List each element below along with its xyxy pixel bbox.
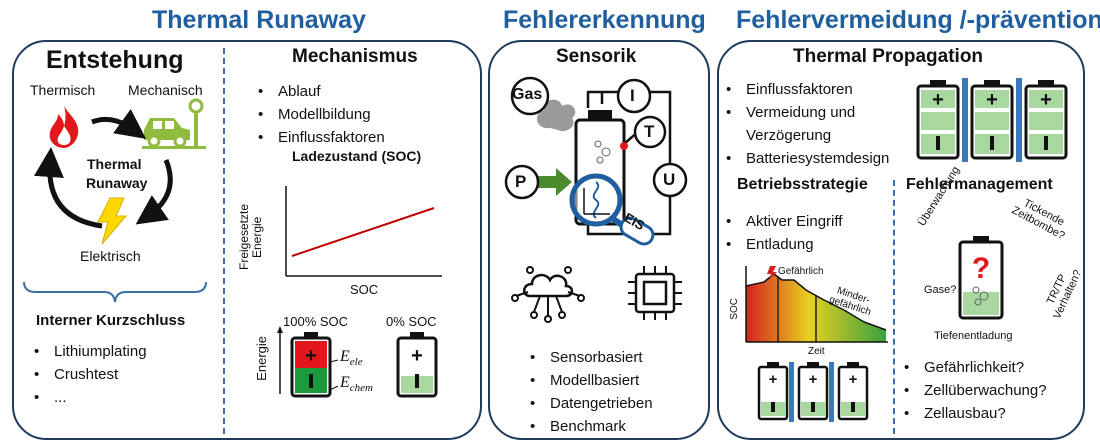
center-runaway: Runaway	[86, 175, 148, 191]
energy-line	[291, 207, 435, 257]
divider	[223, 48, 225, 434]
chart-gefaehrlich: Gefährlich	[778, 266, 824, 277]
mechanismus-sub: Ladezustand (SOC)	[292, 148, 422, 164]
betrieb-title: Betriebsstrategie	[737, 176, 868, 193]
battery-module-icon: + + +	[916, 78, 1068, 162]
mechanismus-list: Ablauf Modellbildung Einflussfaktoren	[254, 80, 385, 149]
fm-gase: Gase?	[924, 284, 957, 296]
label-mechanisch: Mechanisch	[128, 82, 203, 98]
energie-arrow	[277, 326, 283, 394]
label-energie: Energie	[254, 336, 269, 381]
header-thermal-runaway: Thermal Runaway	[152, 6, 366, 34]
propagation-list: Einflussfaktoren Vermeidung und Verzöger…	[722, 78, 889, 170]
svg-text:?: ?	[972, 252, 990, 285]
car-crash-icon	[142, 98, 206, 149]
sensorik-list: Sensorbasiert Modellbasiert Datengetrieb…	[526, 346, 653, 438]
sensor-p: P	[515, 172, 527, 191]
sensor-t: T	[644, 122, 655, 141]
label-e-ele: Eele	[340, 348, 363, 369]
battery-empty-icon: +	[396, 332, 438, 398]
fm-tiefenentladung: Tiefenentladung	[934, 330, 1013, 342]
cloud-network-icon	[511, 266, 585, 323]
energy-pointers	[329, 359, 339, 391]
list-item: Crushtest	[30, 363, 147, 386]
chip-icon	[628, 266, 682, 320]
label-e-chem: Echem	[340, 374, 373, 395]
entstehung-title: Entstehung	[46, 46, 184, 74]
list-item: Einflussfaktoren	[254, 126, 385, 149]
list-item: Datengetrieben	[526, 392, 653, 415]
sensor-u: U	[663, 170, 676, 189]
kurzschluss-list: Lithiumplating Crushtest ...	[30, 340, 147, 409]
chart-zeit-label: Zeit	[808, 346, 825, 357]
svg-text:+: +	[1040, 89, 1052, 111]
list-item: Gefährlichkeit?	[900, 356, 1047, 379]
label-soc-100: 100% SOC	[283, 314, 349, 329]
svg-text:+: +	[411, 345, 423, 367]
list-item: Einflussfaktoren	[722, 78, 889, 101]
chart-xlabel: SOC	[350, 282, 379, 297]
header-fehlervermeidung: Fehlervermeidung /-prävention	[736, 6, 1100, 34]
list-item: Lithiumplating	[30, 340, 147, 363]
sensor-i: I	[630, 86, 635, 105]
list-item: Sensorbasiert	[526, 346, 653, 369]
list-item: Modellbasiert	[526, 369, 653, 392]
sensor-gas: Gas	[512, 86, 543, 103]
fehler-list: Gefährlichkeit? Zellüberwachung? Zellaus…	[900, 356, 1047, 425]
label-soc-0: 0% SOC	[386, 314, 437, 329]
center-thermal: Thermal	[87, 156, 142, 172]
label-thermisch: Thermisch	[30, 82, 96, 98]
list-item: Vermeidung und	[722, 101, 889, 124]
cycle-arrows	[33, 109, 173, 229]
fehler-title: Fehlermanagement	[906, 176, 1053, 193]
list-item: Zellüberwachung?	[900, 379, 1047, 402]
list-item: ...	[30, 386, 147, 409]
list-item: Benchmark	[526, 415, 653, 438]
mechanismus-title: Mechanismus	[292, 46, 418, 67]
list-item: Zellausbau?	[900, 402, 1047, 425]
svg-text:+: +	[305, 345, 317, 367]
list-item: Aktiver Eingriff	[722, 210, 842, 233]
svg-text:+: +	[849, 371, 858, 388]
flame-icon	[49, 106, 79, 148]
betrieb-list: Aktiver Eingriff Entladung	[722, 210, 842, 256]
sensor-circuit	[504, 76, 688, 246]
brace	[23, 281, 207, 303]
divider	[893, 180, 895, 434]
header-fehlererkennung: Fehlererkennung	[503, 6, 706, 34]
list-item: Modellbildung	[254, 103, 385, 126]
list-item: Ablauf	[254, 80, 385, 103]
small-battery-module-icon: + + +	[757, 362, 869, 422]
soc-time-chart	[745, 266, 888, 343]
energy-chart	[285, 186, 442, 277]
svg-text:+: +	[769, 371, 778, 388]
sensorik-title: Sensorik	[556, 46, 637, 67]
list-item: Batteriesystemdesign	[722, 147, 889, 170]
battery-full-icon: +	[290, 332, 332, 398]
list-item-continued: Verzögerung	[722, 124, 889, 147]
svg-text:+: +	[932, 89, 944, 111]
svg-text:+: +	[986, 89, 998, 111]
svg-text:+: +	[809, 371, 818, 388]
lightning-icon	[97, 197, 128, 245]
kurzschluss-title: Interner Kurzschluss	[36, 312, 186, 329]
list-item: Entladung	[722, 233, 842, 256]
propagation-title: Thermal Propagation	[793, 46, 984, 67]
battery-question-icon: ?	[958, 236, 1004, 320]
label-elektrisch: Elektrisch	[80, 248, 141, 264]
chart-soc-label: SOC	[729, 298, 740, 320]
